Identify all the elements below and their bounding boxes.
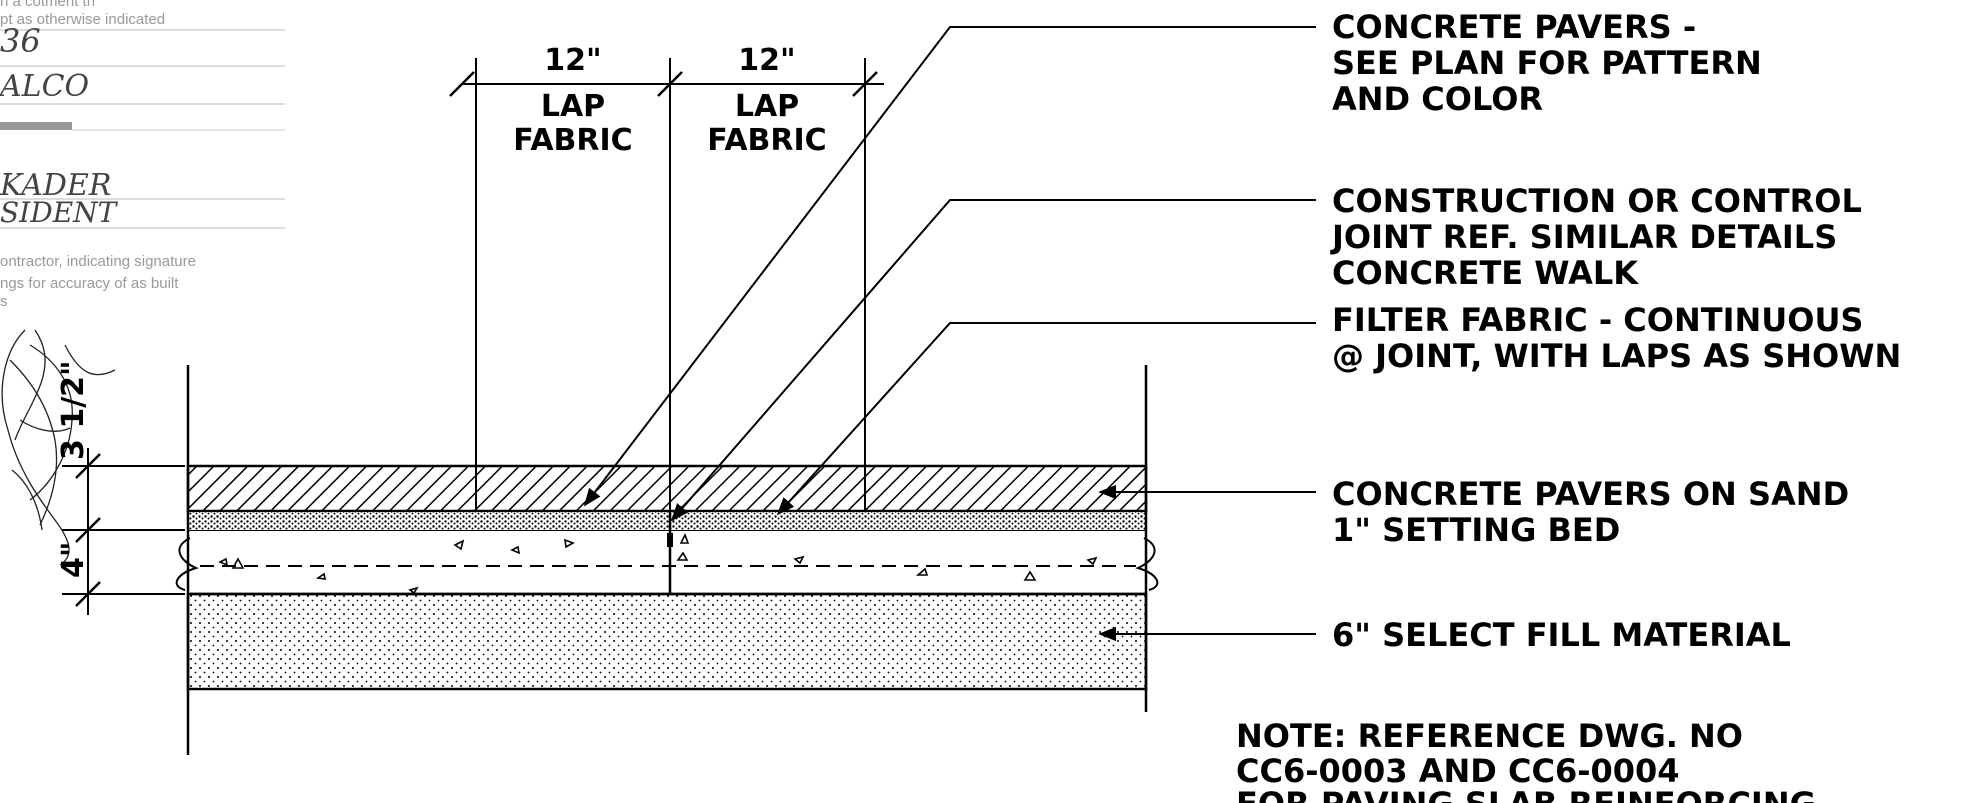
lap-2-label-2: FABRIC	[707, 123, 826, 158]
callout-fill: 6" SELECT FILL MATERIAL	[1332, 616, 1791, 654]
lap-1-label: LAP	[541, 89, 605, 124]
callout-pavers-3: AND COLOR	[1332, 80, 1543, 118]
lap-2-dimension: 12"	[738, 43, 795, 78]
dim-tick	[449, 71, 475, 97]
leader-lines	[583, 26, 1316, 642]
callouts: CONCRETE PAVERS - SEE PLAN FOR PATTERN A…	[1330, 8, 1901, 654]
lap-1-label-2: FABRIC	[513, 123, 632, 158]
approval-stamp: n a cotment th pt as otherwise indicated…	[0, 0, 285, 310]
callout-joint-3: CONCRETE WALK	[1332, 254, 1639, 292]
note-line-3: FOR PAVING SLAB REINFORCING	[1236, 785, 1816, 803]
joint-sealant	[667, 533, 673, 547]
callout-sand-1: CONCRETE PAVERS ON SAND	[1332, 475, 1849, 513]
signature-scribble	[1, 329, 116, 566]
stamp-note-3: s	[0, 293, 8, 310]
paver-thickness-dimension: 3 1/2"	[56, 360, 91, 460]
callout-joint-2: JOINT REF. SIMILAR DETAILS	[1330, 218, 1837, 256]
callout-fabric-2: @ JOINT, WITH LAPS AS SHOWN	[1332, 337, 1901, 375]
stamp-name: KADER	[0, 168, 111, 203]
callout-joint-1: CONSTRUCTION OR CONTROL	[1332, 182, 1862, 220]
stamp-number: 36	[0, 22, 41, 60]
leader-fabric	[776, 322, 1316, 516]
select-fill-layer	[186, 592, 1148, 691]
stamp-note-2: ngs for accuracy of as built	[0, 275, 179, 292]
concrete-pavers-layer	[186, 464, 1148, 513]
callout-sand-2: 1" SETTING BED	[1332, 511, 1620, 549]
note-line-2: CC6-0003 AND CC6-0004	[1236, 752, 1680, 790]
callout-pavers-1: CONCRETE PAVERS -	[1332, 8, 1696, 46]
lap-2-label: LAP	[735, 89, 799, 124]
break-line-right	[1135, 537, 1159, 591]
stamp-line-1: n a cotment th	[0, 0, 95, 10]
break-line-left	[175, 537, 199, 591]
pavement-section	[175, 365, 1159, 755]
stamp-note-1: ontractor, indicating signature	[0, 253, 196, 270]
aggregate-marks	[218, 533, 1098, 595]
lap-1-dimension: 12"	[544, 43, 601, 78]
slab-thickness-dimension: 4"	[56, 541, 91, 578]
stamp-line-2: pt as otherwise indicated	[0, 11, 165, 28]
callout-fabric-1: FILTER FABRIC - CONTINUOUS	[1332, 301, 1863, 339]
sand-setting-bed-layer	[187, 510, 1147, 532]
note-line-1: NOTE: REFERENCE DWG. NO	[1236, 717, 1743, 755]
stamp-title: SIDENT	[0, 196, 119, 229]
redaction-bar	[0, 122, 72, 130]
thickness-dimensions	[62, 448, 185, 615]
callout-pavers-2: SEE PLAN FOR PATTERN	[1332, 44, 1762, 82]
leader-pavers	[583, 26, 1316, 507]
stamp-company: ALCO	[0, 69, 89, 104]
reference-note: NOTE: REFERENCE DWG. NO CC6-0003 AND CC6…	[1236, 717, 1816, 803]
leader-joint	[670, 199, 1316, 522]
lap-labels: 12" LAP FABRIC 12" LAP FABRIC	[513, 43, 826, 158]
